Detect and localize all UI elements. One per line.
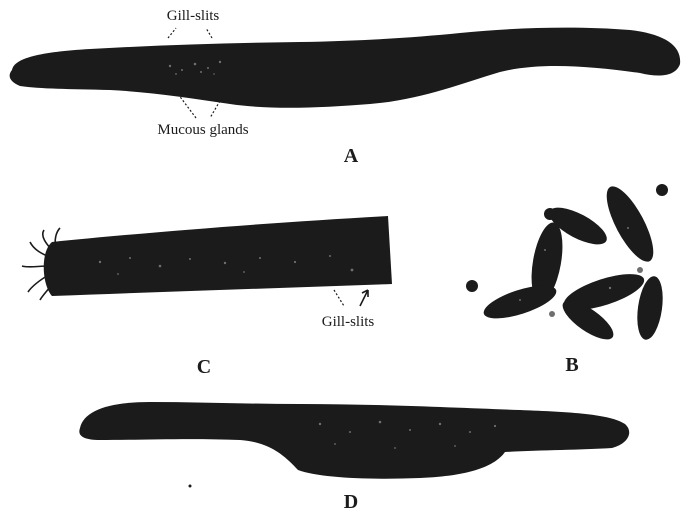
panel-letter-d: D xyxy=(344,491,358,513)
gill-slits-label-a: Gill-slits xyxy=(167,8,220,24)
panel-c: Gill-slits C xyxy=(22,216,392,378)
specimen-d-body xyxy=(79,402,629,479)
specimen-c-body xyxy=(44,216,392,296)
panel-letter-b: B xyxy=(565,354,578,376)
specimen-a-body xyxy=(10,28,681,108)
panel-letter-c: C xyxy=(197,356,211,378)
panel-letter-a: A xyxy=(344,145,359,167)
gill-slits-leader-c xyxy=(334,290,344,306)
gill-slits-label-c: Gill-slits xyxy=(322,314,375,330)
specimen-b-cluster xyxy=(466,180,668,346)
stray-mark xyxy=(189,485,192,488)
gill-slits-leader-a xyxy=(168,28,212,38)
panel-d: D xyxy=(79,402,629,513)
gill-slits-arrow-c xyxy=(360,290,368,306)
mucous-glands-label-a: Mucous glands xyxy=(157,122,248,138)
panel-b: B xyxy=(466,180,668,376)
panel-a: Gill-slits Mucous glands A xyxy=(10,8,681,167)
